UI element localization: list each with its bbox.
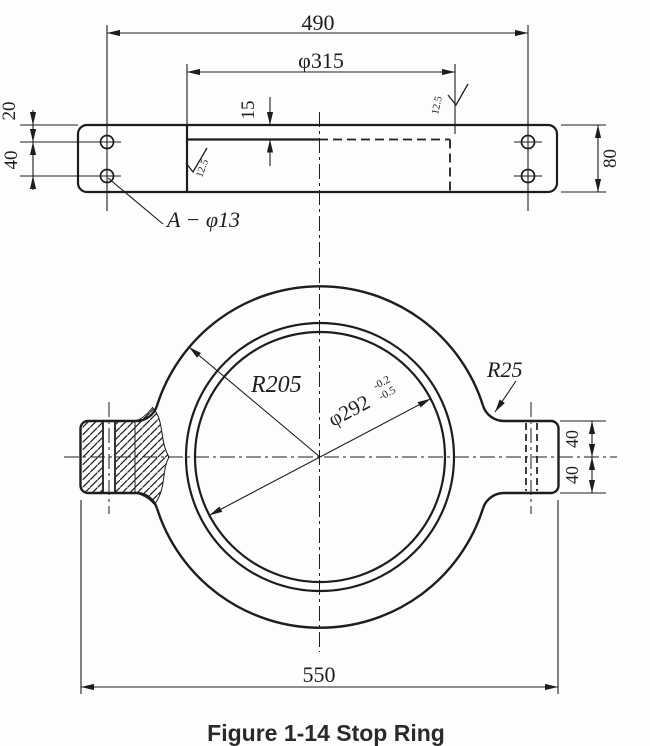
dim-hole-offset-20: 20 xyxy=(0,102,20,121)
dim-lug-bottom-half-40: 40 xyxy=(562,466,582,484)
dim-fillet-r25: R25 xyxy=(486,357,522,382)
dim-hole-spacing-40: 40 xyxy=(1,151,22,170)
dim-recess-depth-15: 15 xyxy=(238,101,259,120)
bolt-holes xyxy=(93,134,536,184)
dim-overall-width-490: 490 xyxy=(302,10,335,35)
figure-caption: Figure 1-14 Stop Ring xyxy=(207,720,445,746)
bore-circles xyxy=(184,321,456,593)
top-view-extension-lines xyxy=(20,25,606,225)
bottom-view: R205 R25 φ292 -0.2 -0.5 40 40 550 xyxy=(79,285,606,694)
ring-outer-outline xyxy=(79,285,560,629)
dim-bore-315: φ315 xyxy=(298,48,344,73)
hidden-recess-lines xyxy=(319,138,451,192)
dim-plate-height-80: 80 xyxy=(600,149,621,168)
roughness-symbol-right-icon xyxy=(447,83,469,107)
dim-outer-radius-r205: R205 xyxy=(250,372,302,398)
dim-lug-top-half-40: 40 xyxy=(562,430,582,448)
section-hatching xyxy=(82,406,170,506)
break-out-boundary xyxy=(134,406,170,506)
roughness-symbol-left-icon xyxy=(185,147,208,174)
top-view: 490 φ315 15 20 40 80 A − φ13 12.5 12.5 xyxy=(0,10,621,232)
dim-overall-width-550: 550 xyxy=(303,662,336,687)
label-holes-a-phi13: A − φ13 xyxy=(165,207,240,232)
plate-outline xyxy=(76,123,559,194)
roughness-right-value: 12.5 xyxy=(430,95,445,115)
lug-holes xyxy=(102,421,538,493)
